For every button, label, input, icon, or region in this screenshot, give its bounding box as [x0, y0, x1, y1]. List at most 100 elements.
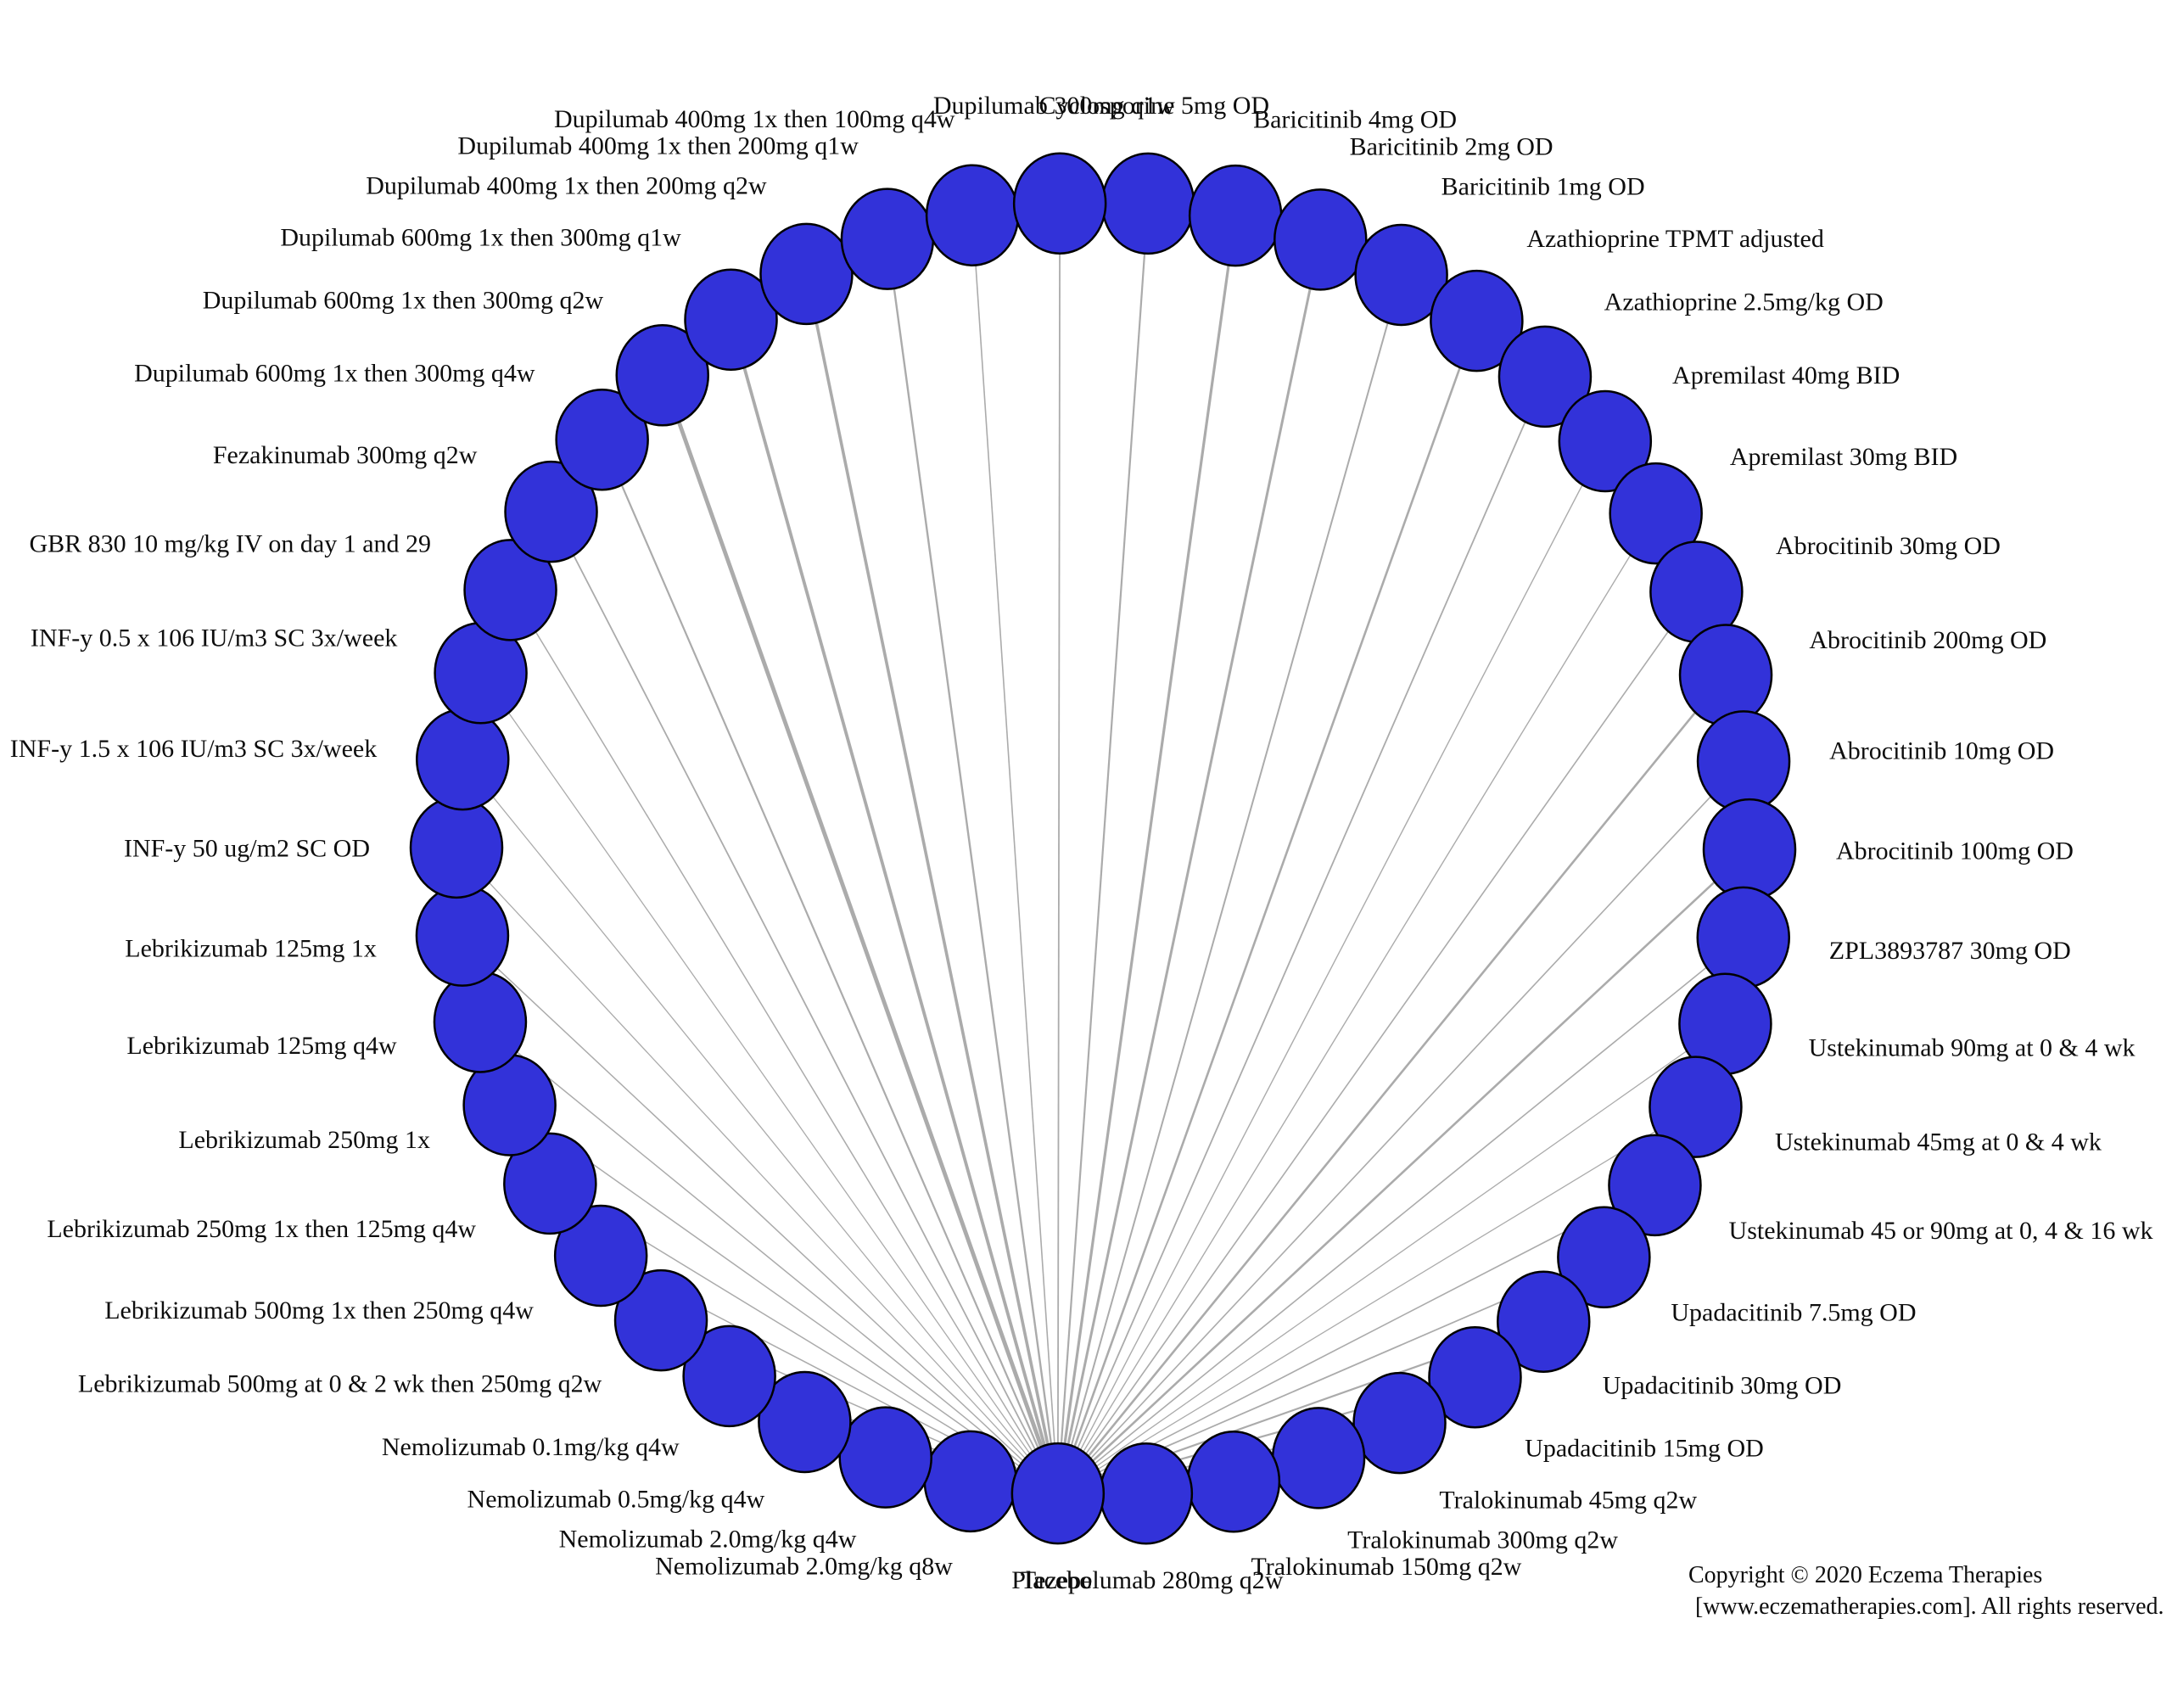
label-azathioprine-tpmt-adjusted: Azathioprine TPMT adjusted [1526, 225, 1824, 253]
label-tezepelumab-280mg-q2w: Tezepelumab 280mg q2w [1021, 1566, 1284, 1594]
label-baricitinib-1mg-od: Baricitinib 1mg OD [1441, 172, 1645, 200]
node-fezakinumab-300mg-q2w [504, 460, 598, 563]
label-zpl3893787-30mg-od: ZPL3893787 30mg OD [1829, 937, 2071, 965]
copyright-line-1: Copyright © 2020 Eczema Therapies [1688, 1562, 2043, 1588]
node-baricitinib-4mg-od [1188, 164, 1283, 267]
edge-apremilast-40mg-bid [1057, 440, 1606, 1494]
nodes-layer [409, 152, 1797, 1545]
node-dupilumab-600mg-1x-then-300mg-q1w [684, 268, 778, 372]
label-ustekinumab-90mg-at-0-4-wk: Ustekinumab 90mg at 0 & 4 wk [1809, 1033, 2136, 1061]
label-baricitinib-4mg-od: Baricitinib 4mg OD [1253, 105, 1457, 133]
label-azathioprine-2-5mg-kg-od: Azathioprine 2.5mg/kg OD [1604, 288, 1884, 316]
edge-dupilumab-400mg-1x-then-200mg-q2w [804, 273, 1060, 1494]
label-dupilumab-300mg-q1w: Dupilumab 300mg q1w [933, 92, 1175, 120]
edge-azathioprine-tpmt-adjusted [1056, 320, 1478, 1494]
label-upadacitinib-7-5mg-od: Upadacitinib 7.5mg OD [1671, 1298, 1916, 1326]
node-dupilumab-600mg-1x-then-300mg-q4w [555, 388, 649, 491]
edge-dupilumab-600mg-1x-then-300mg-q1w [729, 319, 1060, 1494]
label-dupilumab-400mg-1x-then-100mg-q4w: Dupilumab 400mg 1x then 100mg q4w [554, 105, 955, 133]
label-inf-y-50-ug-m2-sc-od: INF-y 50 ug/m2 SC OD [124, 835, 370, 863]
node-baricitinib-1mg-od [1354, 223, 1448, 327]
label-ustekinumab-45-or-90mg-at-0-4-16-wk: Ustekinumab 45 or 90mg at 0, 4 & 16 wk [1729, 1217, 2153, 1245]
label-placebo: Placebo [1011, 1566, 1092, 1594]
node-upadacitinib-30mg-od [1497, 1270, 1591, 1373]
node-apremilast-30mg-bid [1609, 462, 1703, 565]
copyright-notice: Copyright © 2020 Eczema Therapies [www.e… [1688, 1560, 2164, 1622]
node-azathioprine-tpmt-adjusted [1430, 269, 1524, 372]
node-apremilast-40mg-bid [1558, 389, 1653, 493]
edge-dupilumab-600mg-1x-then-300mg-q2w [660, 374, 1061, 1494]
edge-inf-y-0-5-x-106-iu-m3-sc-3x-week [480, 672, 1059, 1494]
edge-ustekinumab-90mg-at-0-4-wk [1057, 1023, 1726, 1494]
node-tralokinumab-150mg-q2w [1186, 1431, 1281, 1533]
node-ustekinumab-45-or-90mg-at-0-4-16-wk [1608, 1134, 1702, 1237]
node-abrocitinib-100mg-od [1702, 798, 1797, 901]
edge-ustekinumab-45-or-90mg-at-0-4-16-wk [1057, 1184, 1655, 1494]
edge-gbr-830-10-mg-kg-iv-on-day-1-and-29 [509, 589, 1059, 1494]
label-lebrikizumab-250mg-1x-then-125mg-q4w: Lebrikizumab 250mg 1x then 125mg q4w [47, 1215, 476, 1243]
label-gbr-830-10-mg-kg-iv-on-day-1-and-29: GBR 830 10 mg/kg IV on day 1 and 29 [29, 530, 431, 558]
node-upadacitinib-7-5mg-od [1557, 1206, 1651, 1309]
label-nemolizumab-2-0mg-kg-q8w: Nemolizumab 2.0mg/kg q8w [655, 1553, 953, 1581]
edge-fezakinumab-300mg-q2w [550, 511, 1059, 1494]
label-dupilumab-400mg-1x-then-200mg-q1w: Dupilumab 400mg 1x then 200mg q1w [457, 132, 859, 160]
node-tralokinumab-300mg-q2w [1271, 1407, 1366, 1509]
label-inf-y-0-5-x-106-iu-m3-sc-3x-week: INF-y 0.5 x 106 IU/m3 SC 3x/week [31, 624, 397, 652]
edge-inf-y-50-ug-m2-sc-od [456, 847, 1059, 1494]
node-tralokinumab-45mg-q2w [1352, 1371, 1447, 1475]
label-lebrikizumab-250mg-1x: Lebrikizumab 250mg 1x [178, 1126, 430, 1154]
node-upadacitinib-15mg-od [1428, 1325, 1522, 1429]
edge-apremilast-30mg-bid [1057, 512, 1657, 1494]
edge-baricitinib-2mg-od [1056, 239, 1322, 1494]
label-nemolizumab-0-5mg-kg-q4w: Nemolizumab 0.5mg/kg q4w [467, 1486, 765, 1514]
label-dupilumab-600mg-1x-then-300mg-q1w: Dupilumab 600mg 1x then 300mg q1w [280, 223, 681, 251]
edge-abrocitinib-100mg-od [1056, 848, 1750, 1495]
edge-cyclosporine-5mg-od [1056, 203, 1150, 1494]
label-inf-y-1-5-x-106-iu-m3-sc-3x-week: INF-y 1.5 x 106 IU/m3 SC 3x/week [10, 735, 377, 763]
node-dupilumab-400mg-1x-then-200mg-q1w [840, 188, 935, 290]
node-dupilumab-300mg-q1w [1012, 152, 1107, 255]
node-inf-y-1-5-x-106-iu-m3-sc-3x-week [416, 708, 510, 811]
node-zpl3893787-30mg-od [1696, 886, 1790, 989]
node-dupilumab-400mg-1x-then-200mg-q2w [759, 222, 854, 326]
label-lebrikizumab-125mg-q4w: Lebrikizumab 125mg q4w [126, 1032, 397, 1060]
node-baricitinib-2mg-od [1274, 188, 1368, 291]
node-gbr-830-10-mg-kg-iv-on-day-1-and-29 [463, 539, 557, 641]
label-tralokinumab-300mg-q2w: Tralokinumab 300mg q2w [1347, 1526, 1618, 1554]
label-baricitinib-2mg-od: Baricitinib 2mg OD [1350, 132, 1553, 160]
copyright-line-2: [www.eczematherapies.com]. All rights re… [1695, 1593, 2164, 1620]
label-abrocitinib-200mg-od: Abrocitinib 200mg OD [1809, 626, 2046, 654]
edge-lebrikizumab-125mg-1x [462, 935, 1059, 1494]
edge-dupilumab-600mg-1x-then-300mg-q4w [601, 439, 1059, 1494]
label-abrocitinib-10mg-od: Abrocitinib 10mg OD [1829, 737, 2054, 765]
node-nemolizumab-0-1mg-kg-q4w [682, 1324, 776, 1428]
node-lebrikizumab-125mg-1x [415, 884, 510, 987]
node-abrocitinib-10mg-od [1696, 710, 1791, 813]
node-lebrikizumab-500mg-1x-then-250mg-q4w [553, 1204, 648, 1308]
label-abrocitinib-100mg-od: Abrocitinib 100mg OD [1836, 837, 2074, 865]
label-nemolizumab-0-1mg-kg-q4w: Nemolizumab 0.1mg/kg q4w [382, 1433, 680, 1461]
label-abrocitinib-30mg-od: Abrocitinib 30mg OD [1776, 532, 2001, 560]
label-lebrikizumab-500mg-1x-then-250mg-q4w: Lebrikizumab 500mg 1x then 250mg q4w [104, 1296, 534, 1324]
node-tezepelumab-280mg-q2w [1099, 1442, 1194, 1545]
label-tralokinumab-150mg-q2w: Tralokinumab 150mg q2w [1251, 1553, 1521, 1581]
edge-zpl3893787-30mg-od [1057, 937, 1744, 1494]
edge-dupilumab-400mg-1x-then-100mg-q4w [971, 215, 1059, 1494]
node-inf-y-50-ug-m2-sc-od [409, 796, 504, 899]
edge-inf-y-1-5-x-106-iu-m3-sc-3x-week [462, 759, 1059, 1494]
node-abrocitinib-200mg-od [1678, 624, 1773, 726]
label-dupilumab-600mg-1x-then-300mg-q2w: Dupilumab 600mg 1x then 300mg q2w [203, 287, 604, 315]
node-lebrikizumab-125mg-q4w [433, 971, 528, 1073]
node-nemolizumab-2-0mg-kg-q4w [838, 1406, 932, 1509]
node-ustekinumab-45mg-at-0-4-wk [1649, 1056, 1743, 1158]
label-upadacitinib-30mg-od: Upadacitinib 30mg OD [1603, 1371, 1842, 1399]
label-apremilast-40mg-bid: Apremilast 40mg BID [1672, 361, 1900, 389]
node-dupilumab-600mg-1x-then-300mg-q2w [615, 324, 709, 427]
edge-dupilumab-400mg-1x-then-200mg-q1w [886, 238, 1060, 1494]
node-dupilumab-400mg-1x-then-100mg-q4w [925, 164, 1020, 266]
label-tralokinumab-45mg-q2w: Tralokinumab 45mg q2w [1439, 1487, 1697, 1515]
edge-azathioprine-2-5mg-kg-od [1057, 376, 1546, 1494]
label-lebrikizumab-500mg-at-0-2-wk-then-250mg-q2w: Lebrikizumab 500mg at 0 & 2 wk then 250m… [78, 1370, 602, 1398]
label-lebrikizumab-125mg-1x: Lebrikizumab 125mg 1x [125, 934, 377, 962]
